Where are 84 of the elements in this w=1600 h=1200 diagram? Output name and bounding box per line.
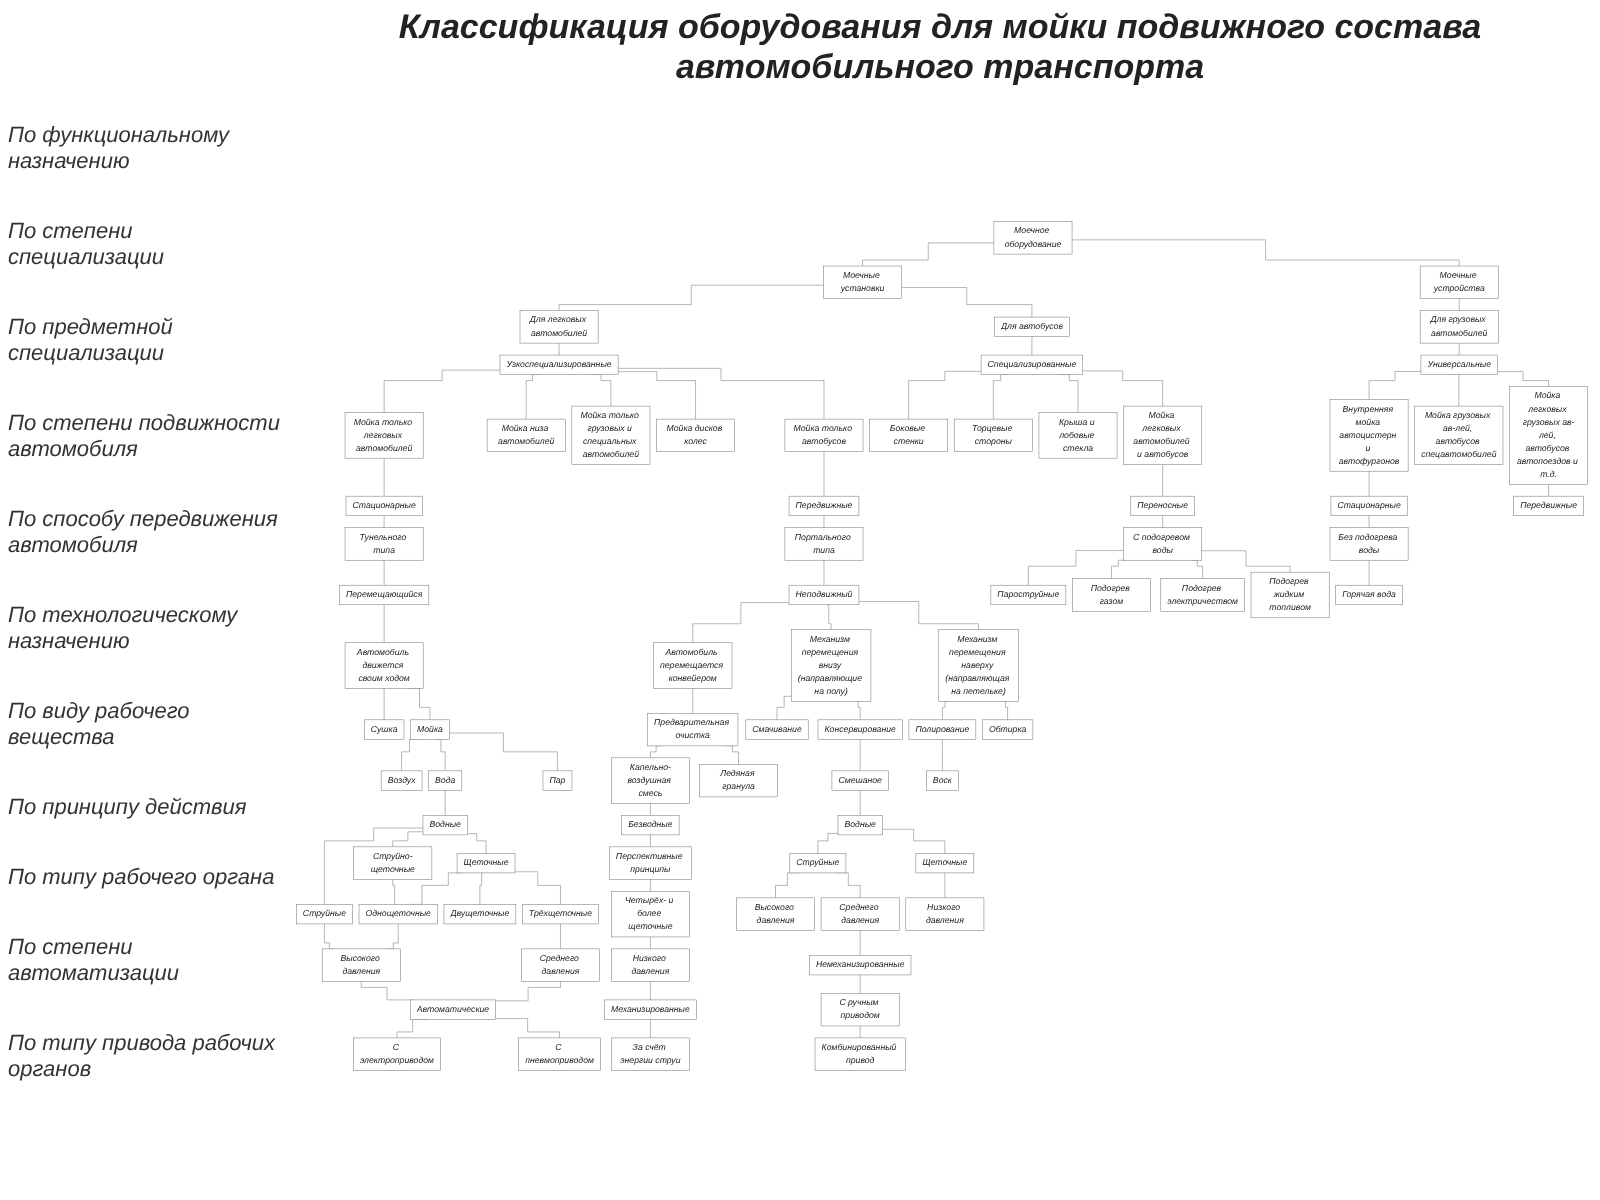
category-label: По технологическому назначению [8, 604, 240, 656]
connector [1368, 559, 1370, 586]
connector [392, 831, 424, 848]
connector [650, 879, 651, 892]
connector [514, 871, 561, 905]
connector [467, 833, 487, 854]
connector [436, 739, 446, 772]
category-label: По предметной специализации [8, 316, 175, 368]
connector [942, 701, 948, 721]
connector [383, 515, 385, 528]
connector [859, 790, 861, 816]
connector [1082, 370, 1163, 407]
connector [823, 451, 825, 497]
connector [1201, 550, 1291, 573]
connector [826, 604, 832, 630]
connector [650, 1019, 651, 1039]
connector [859, 930, 861, 956]
connector [858, 601, 979, 630]
connector [1458, 374, 1460, 407]
connector [942, 739, 943, 772]
connector [650, 936, 651, 950]
connector [558, 342, 560, 356]
connector [383, 604, 385, 643]
connector [901, 287, 1033, 318]
connector [617, 368, 825, 420]
connector [1162, 515, 1163, 528]
connector [560, 923, 561, 950]
connector [479, 872, 484, 905]
connector [859, 739, 861, 772]
connector [650, 803, 651, 816]
connector [859, 1025, 861, 1039]
connector [776, 696, 792, 721]
connector [1028, 550, 1124, 586]
diagram-title: Классификация оборудования для мойки подвижного состава автомобильного транспорта [396, 8, 1484, 88]
connector [495, 981, 561, 1002]
connector [1003, 701, 1008, 721]
connector [862, 242, 995, 267]
category-label: По способу передвижения автомобиля [8, 508, 280, 560]
category-label: По функциональному назначению [8, 124, 232, 176]
connector [324, 827, 424, 905]
connector [882, 829, 946, 854]
connector [859, 974, 861, 994]
connector [1368, 515, 1370, 528]
connector [817, 833, 839, 854]
connector [823, 559, 825, 586]
connector [324, 923, 335, 950]
connector [1071, 239, 1460, 267]
connector [650, 981, 651, 1001]
connector [1458, 342, 1460, 356]
connector [361, 981, 413, 1001]
category-label: По виду рабочего вещества [8, 700, 192, 752]
connector [1111, 559, 1126, 579]
connector [1497, 371, 1549, 387]
connector [525, 374, 539, 420]
category-label: По типу привода рабочих органов [8, 1032, 278, 1084]
connector [495, 1018, 560, 1039]
connector [1162, 464, 1163, 497]
category-label: По степени подвижности автомобиля [8, 412, 282, 464]
connector [383, 369, 501, 413]
connector [1368, 470, 1370, 497]
connector [388, 923, 399, 950]
connector [383, 457, 385, 497]
connector [823, 515, 825, 528]
category-label: По типу рабочего органа [8, 866, 277, 892]
connector [383, 559, 385, 586]
connector [1458, 298, 1460, 311]
connector [692, 602, 790, 643]
connector [617, 371, 696, 420]
connector [392, 879, 397, 905]
connector [558, 284, 824, 311]
connector [1368, 371, 1422, 400]
connector [855, 701, 861, 721]
connector [692, 688, 693, 714]
connector [650, 834, 651, 848]
category-label: По степени автоматизации [8, 936, 181, 988]
connector [1548, 484, 1549, 497]
connector [908, 371, 982, 420]
connector [944, 872, 946, 899]
connector [444, 790, 446, 816]
connector [449, 732, 558, 772]
category-label: По степени специализации [8, 220, 167, 272]
category-label: По принципу действия [8, 796, 249, 822]
connector [383, 688, 385, 721]
connector [1031, 336, 1033, 356]
